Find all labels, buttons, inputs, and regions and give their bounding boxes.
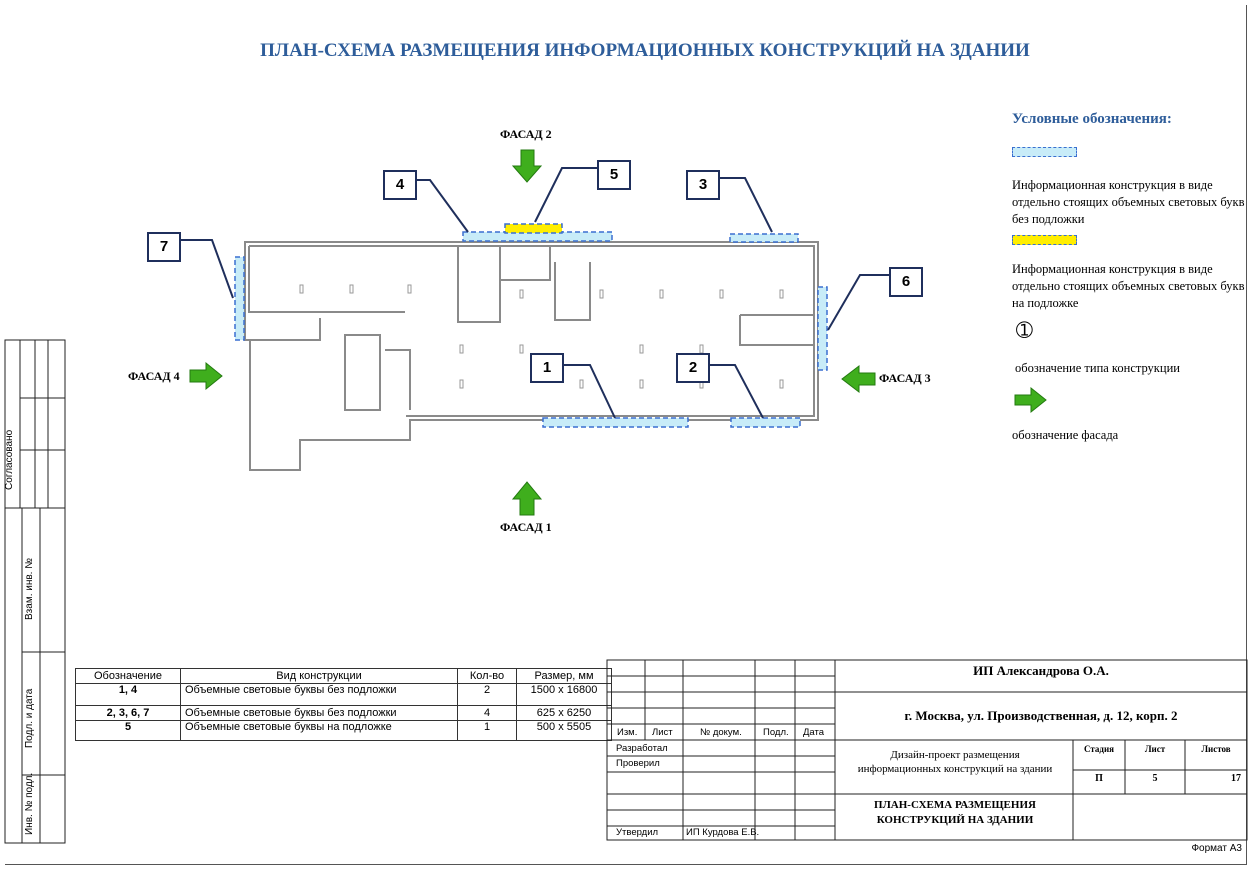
approved-label: Утвердил (616, 827, 659, 838)
sign-2 (730, 417, 801, 428)
facade-arrows (189, 149, 1047, 516)
legend-no-backing: Информационная конструкция в виде отдель… (1012, 178, 1245, 226)
page-title: ПЛАН-СХЕМА РАЗМЕЩЕНИЯ ИНФОРМАЦИОННЫХ КОН… (260, 40, 1030, 61)
arrow-right-icon (189, 361, 223, 391)
legend-heading: Условные обозначения: (1012, 111, 1172, 127)
side-inv: Инв. № подл. (24, 772, 35, 835)
callout-4: 4 (383, 170, 417, 200)
sheet-header: Лист (1144, 744, 1166, 754)
callout-7: 7 (147, 232, 181, 262)
legend-facade-label: обозначение фасада (1012, 428, 1119, 442)
columns (299, 284, 784, 389)
sheet-value: 5 (1152, 773, 1158, 784)
arrow-down-icon (511, 149, 543, 183)
side-sign-date: Подл. и дата (24, 688, 35, 748)
legend-type-label: обозначение типа конструкции (1015, 361, 1180, 375)
col-change: Изм. (617, 727, 638, 738)
sign-7 (234, 256, 245, 341)
approver-name: ИП Курдова Е.В. (686, 827, 760, 838)
facade-4-label: ФАСАД 4 (128, 369, 180, 383)
facade-2-label: ФАСАД 2 (500, 127, 552, 141)
side-replace: Взам. инв. № (24, 558, 35, 620)
col-sign: Подл. (763, 727, 789, 738)
sign-1 (542, 417, 689, 428)
legend-arrow-icon (1014, 386, 1047, 414)
col-date: Дата (803, 727, 825, 738)
callout-6: 6 (889, 267, 923, 297)
stage-header: Стадия (1083, 744, 1115, 754)
checked-label: Проверил (616, 758, 660, 769)
arrow-up-icon (511, 481, 543, 516)
company-name: ИП Александрова О.А. (973, 663, 1109, 678)
arrow-left-icon (841, 364, 876, 394)
developed-label: Разработал (616, 743, 668, 754)
legend-backing: Информационная конструкция в виде отдель… (1012, 262, 1245, 310)
sign-6 (817, 286, 828, 371)
sign-5-backing (504, 223, 563, 234)
project-name: Дизайн-проект размещения информационных … (857, 749, 1053, 775)
address: г. Москва, ул. Производственная, д. 12, … (904, 708, 1178, 723)
callout-2: 2 (676, 353, 710, 383)
side-agreed: Согласовано (4, 429, 15, 490)
col-sheet: Лист (652, 727, 673, 738)
sheet-frame (5, 5, 1247, 865)
callout-5: 5 (597, 160, 631, 190)
drawing-name: ПЛАН-СХЕМА РАЗМЕЩЕНИЯ КОНСТРУКЦИЙ НА ЗДА… (874, 799, 1036, 826)
callout-3: 3 (686, 170, 720, 200)
sign-3 (729, 233, 799, 243)
stage-value: П (1095, 773, 1103, 784)
col-doc: № докум. (700, 727, 742, 738)
circled-one-icon: ➀ (1016, 320, 1033, 342)
facade-1-label: ФАСАД 1 (500, 520, 552, 534)
sheets-header: Листов (1201, 744, 1231, 754)
format-label: Формат А3 (1191, 843, 1242, 854)
callout-1: 1 (530, 353, 564, 383)
facade-3-label: ФАСАД 3 (879, 371, 931, 385)
legend-swatch-backing (1012, 235, 1077, 245)
legend-swatch-no-backing (1012, 147, 1077, 157)
leader-lines (181, 167, 889, 419)
signs (234, 223, 828, 428)
sheets-value: 17 (1231, 773, 1241, 784)
